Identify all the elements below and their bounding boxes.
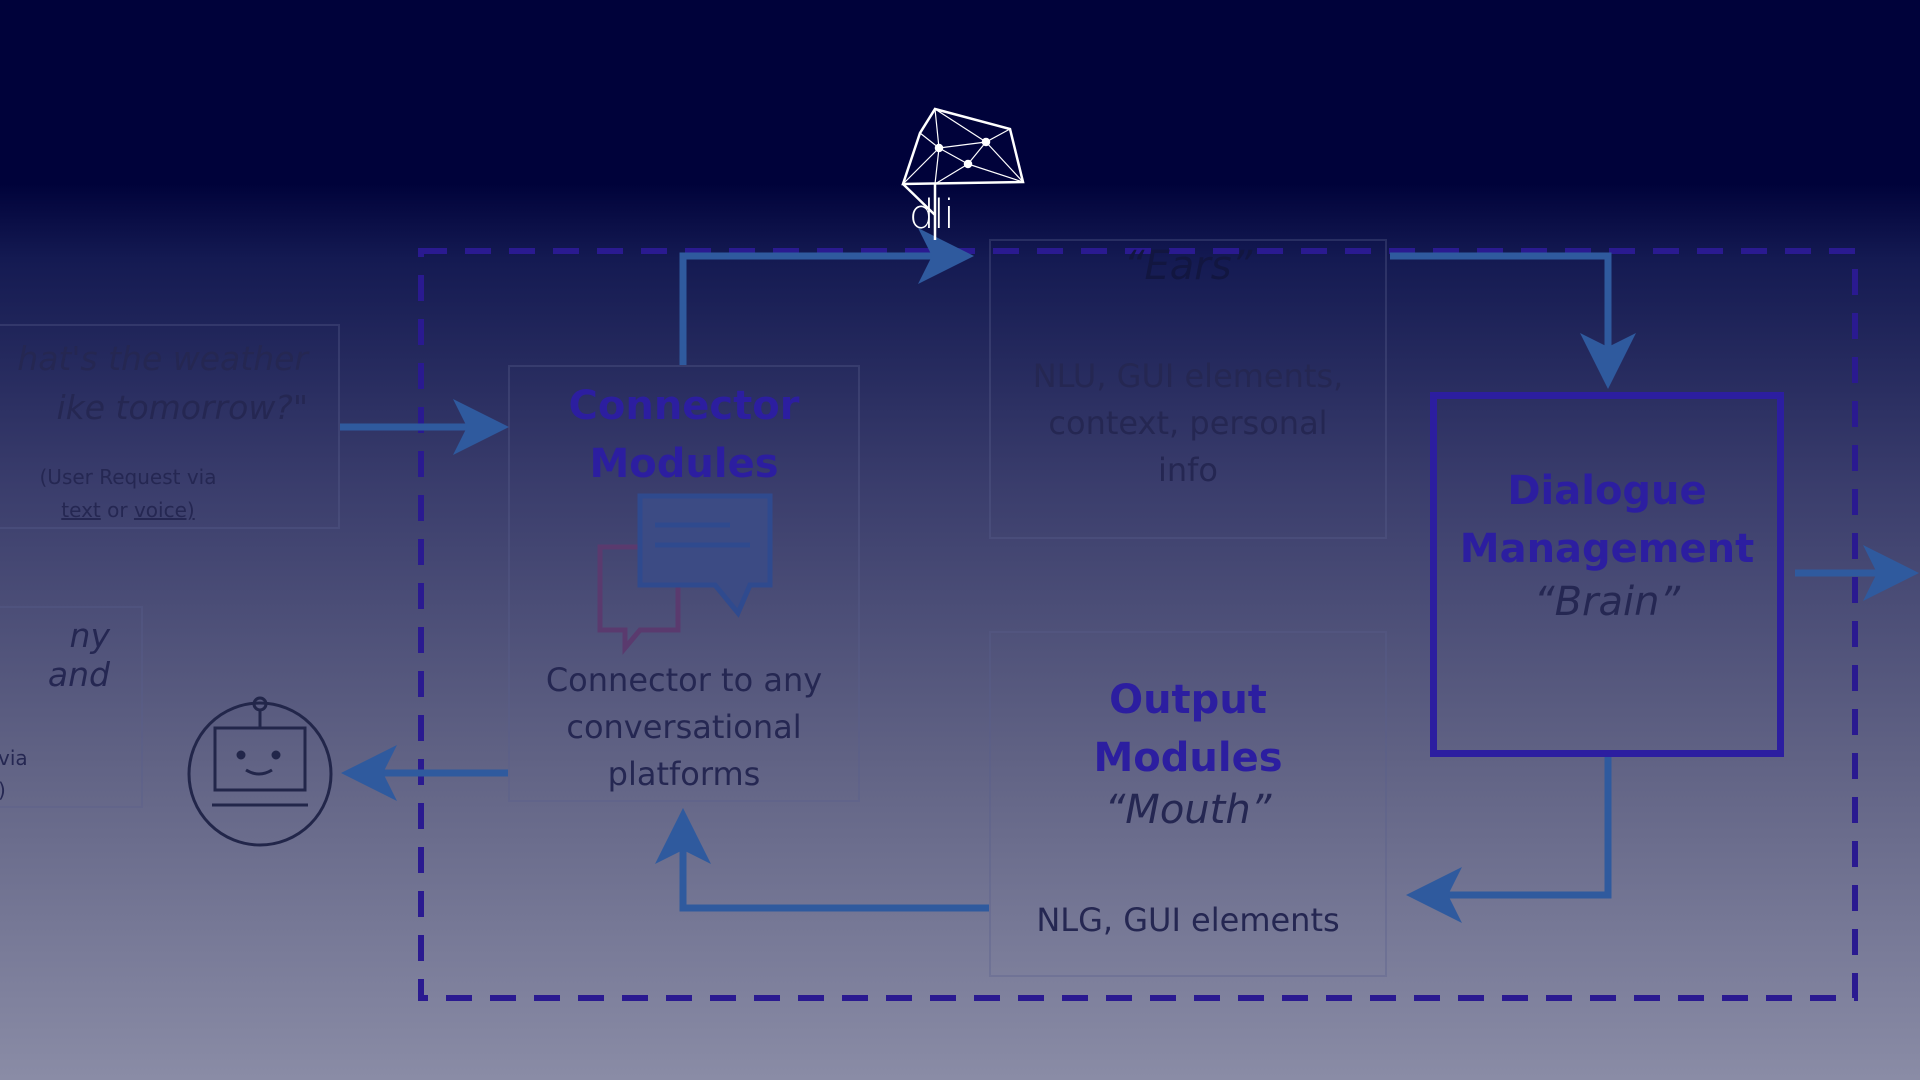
system-boundary — [418, 248, 1858, 1001]
request-caption-voice: voice) — [133, 498, 195, 522]
connector-title-line1: Connector — [568, 383, 800, 429]
response-caption-line1: via — [0, 746, 28, 770]
output-title-line1: Output — [1109, 677, 1267, 723]
input-desc-line1: NLU, GUI elements, — [1032, 357, 1344, 395]
connector-title-line2: Modules — [589, 441, 779, 487]
arrow-connector-to-input — [679, 228, 974, 365]
connector-desc-line1: Connector to any — [545, 661, 823, 699]
logo-text: dli — [909, 192, 955, 238]
dialogue-title-line2: Management — [1459, 526, 1755, 572]
response-quote: ny and — [47, 616, 110, 694]
request-bubble: hat's the weather ike tomorrow?" (User R… — [0, 324, 340, 529]
robot-icon — [187, 696, 333, 847]
request-caption-or: or — [100, 498, 134, 522]
input-desc-line3: info — [1157, 451, 1218, 489]
arrow-input-to-dialogue — [1390, 252, 1636, 389]
dialogue-management-box: Dialogue Management “Brain” — [1430, 392, 1784, 757]
input-nickname: “Ears” — [1123, 243, 1253, 289]
request-quote-line1: hat's the weather — [17, 339, 308, 378]
arrow-output-to-connector — [655, 808, 989, 912]
brain-network-icon — [901, 107, 1025, 245]
dli-logo: dli — [895, 100, 1025, 245]
input-desc-line2: context, personal — [1048, 404, 1328, 442]
arrow-dialogue-to-output — [1406, 757, 1612, 923]
input-modules-box: “Ears” NLU, GUI elements, context, perso… — [989, 239, 1387, 539]
response-caption-line2: ) — [0, 778, 6, 802]
output-nickname: “Mouth” — [1104, 787, 1272, 833]
connector-desc-line3: platforms — [607, 755, 761, 793]
request-quote-line2: ike tomorrow?" — [56, 388, 308, 427]
output-modules-box: Output Modules “Mouth” NLG, GUI elements — [989, 631, 1387, 977]
dialogue-title-line1: Dialogue — [1507, 468, 1707, 514]
dialogue-nickname: “Brain” — [1533, 579, 1681, 625]
output-title-line2: Modules — [1093, 735, 1283, 781]
connector-desc-line2: conversational — [566, 708, 802, 746]
request-caption-text: text — [61, 498, 101, 522]
output-desc: NLG, GUI elements — [1036, 901, 1340, 939]
response-bubble: ny and via ) — [0, 606, 143, 808]
chat-bubbles-icon — [597, 493, 773, 655]
request-caption: (User Request via — [39, 465, 217, 489]
connector-modules-box: Connector Modules Connector to any conve… — [508, 365, 860, 802]
